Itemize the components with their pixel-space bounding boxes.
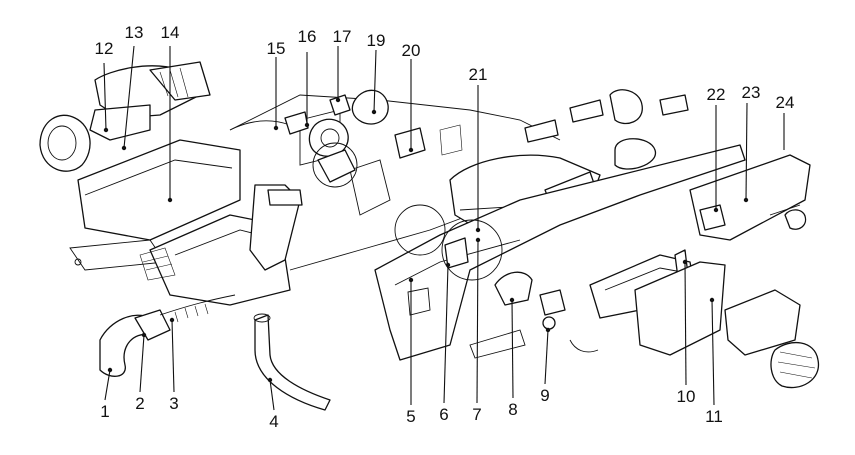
callout-12: 12 bbox=[95, 39, 114, 58]
callout-9: 9 bbox=[540, 386, 549, 405]
callout-19: 19 bbox=[367, 31, 386, 50]
callout-22: 22 bbox=[707, 85, 726, 104]
gauge-pods bbox=[524, 89, 689, 170]
callout-2: 2 bbox=[135, 394, 144, 413]
callout-3: 3 bbox=[169, 394, 178, 413]
callout-14: 14 bbox=[161, 23, 180, 42]
end-panel bbox=[689, 154, 811, 241]
steering-column-cover bbox=[39, 61, 211, 172]
callout-4: 4 bbox=[269, 412, 278, 431]
lower-trim-panel bbox=[69, 139, 241, 271]
callout-21: 21 bbox=[469, 65, 488, 84]
callout-24: 24 bbox=[776, 93, 795, 112]
callout-labels: 12 13 14 15 16 17 19 20 21 22 23 24 1 2 … bbox=[95, 23, 795, 431]
lower-air-duct bbox=[253, 313, 331, 411]
callout-20: 20 bbox=[402, 41, 421, 60]
callout-6: 6 bbox=[439, 405, 448, 424]
callout-11: 11 bbox=[705, 407, 723, 426]
callout-1: 1 bbox=[100, 402, 109, 421]
dashboard-panel bbox=[374, 144, 746, 361]
callout-13: 13 bbox=[125, 23, 144, 42]
callout-10: 10 bbox=[677, 387, 696, 406]
heater-unit bbox=[99, 184, 303, 377]
callout-7: 7 bbox=[472, 405, 481, 424]
callout-17: 17 bbox=[333, 27, 352, 46]
trim-clips bbox=[724, 289, 820, 389]
callout-15: 15 bbox=[267, 39, 286, 58]
callout-16: 16 bbox=[298, 27, 317, 46]
callout-8: 8 bbox=[508, 400, 517, 419]
leader-lines bbox=[103, 45, 785, 411]
callout-23: 23 bbox=[742, 83, 761, 102]
callout-5: 5 bbox=[406, 407, 415, 426]
glovebox-assembly bbox=[469, 249, 726, 359]
switch-cluster bbox=[229, 89, 426, 188]
